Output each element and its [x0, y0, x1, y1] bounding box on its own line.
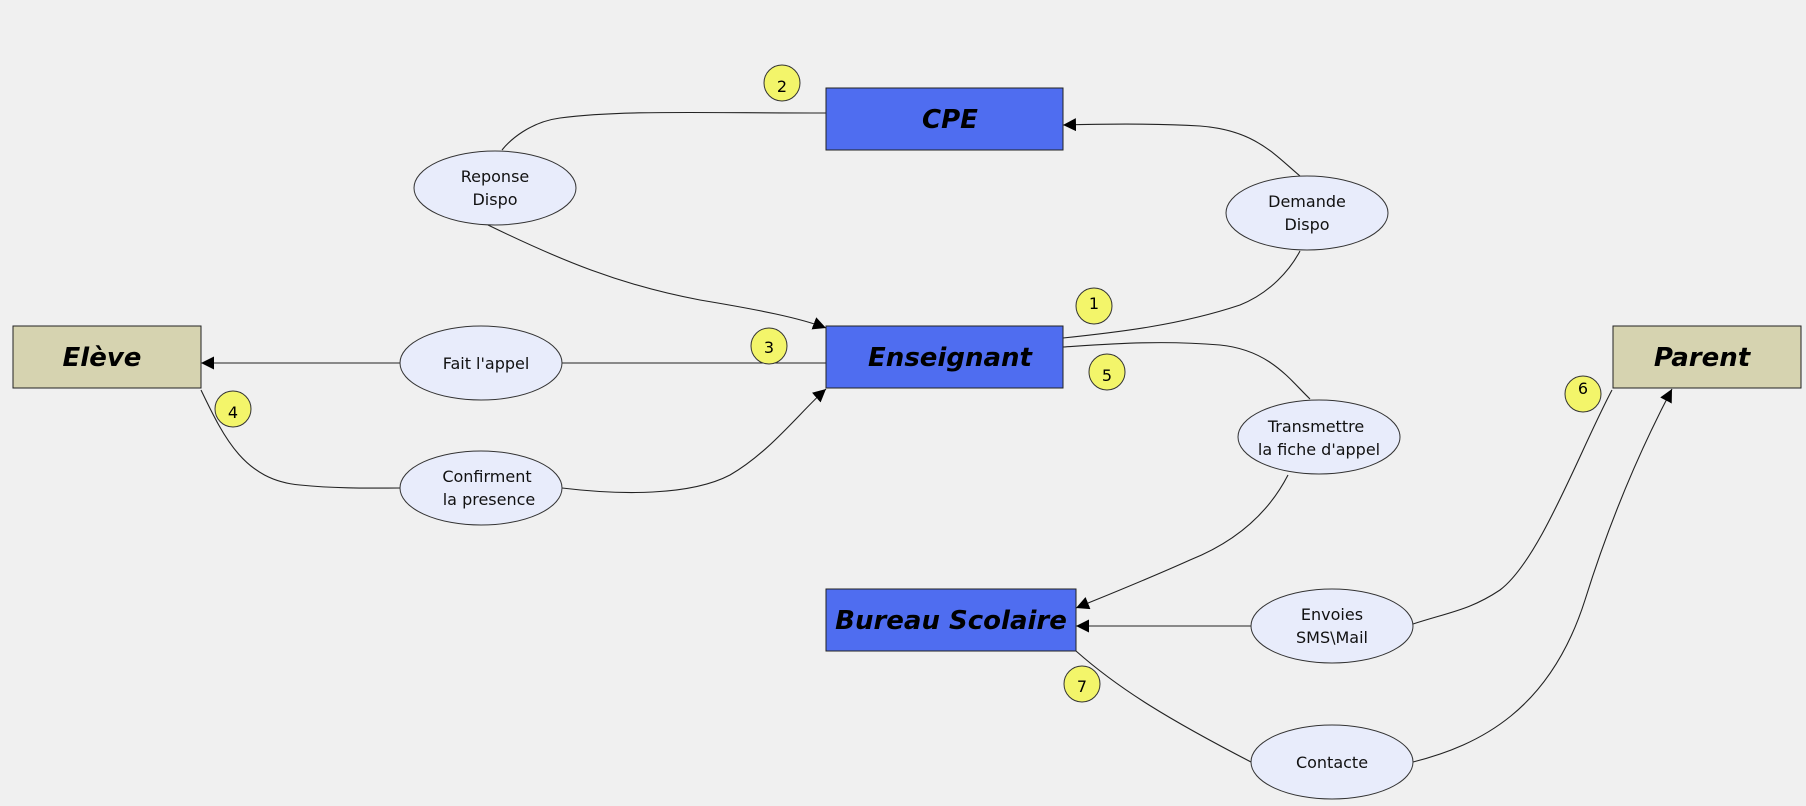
message-fait-appel: Fait l'appel — [399, 325, 563, 401]
edge-reponse-enseignant — [487, 224, 827, 330]
actor-enseignant-label: Enseignant — [868, 343, 1033, 373]
message-demande-dispo-line2: Dispo — [1284, 215, 1329, 234]
message-transmettre-fiche: Transmettre la fiche d'appel — [1237, 399, 1401, 475]
edge-enseignant-demande — [1062, 250, 1301, 339]
edge-bureau-contacte — [1075, 650, 1252, 763]
edge-enseignant-transmettre — [1062, 342, 1311, 400]
message-confirment-presence: Confirment la presence — [399, 450, 563, 526]
edge-contacte-parent — [1412, 388, 1673, 763]
edge-confirment-enseignant — [561, 388, 827, 494]
step-badge-7-label: 7 — [1077, 677, 1087, 696]
step-badge-7: 7 — [1063, 665, 1101, 703]
edge-cpe-reponse — [501, 111, 827, 151]
message-reponse-dispo-line2: Dispo — [472, 190, 517, 209]
edge-transmettre-bureau — [1075, 474, 1289, 610]
message-confirment-line2: la presence — [443, 490, 536, 509]
message-transmettre-line1: Transmettre — [1267, 417, 1364, 436]
actor-cpe: CPE — [825, 87, 1064, 151]
actor-parent: Parent — [1612, 325, 1802, 389]
actor-bureau-label: Bureau Scolaire — [835, 606, 1067, 636]
step-badge-4: 4 — [214, 390, 252, 428]
step-badge-1-label: 1 — [1089, 294, 1099, 313]
step-badge-6: 6 — [1564, 375, 1602, 413]
edge-eleve-confirment — [200, 389, 402, 489]
step-badge-3-label: 3 — [764, 338, 774, 357]
step-badge-2-label: 2 — [777, 77, 787, 96]
step-badge-6-label: 6 — [1578, 379, 1588, 398]
actor-bureau-scolaire: Bureau Scolaire — [825, 588, 1077, 652]
actor-cpe-label: CPE — [922, 105, 978, 135]
message-envoies-line2: SMS\Mail — [1296, 628, 1368, 647]
message-transmettre-line2: la fiche d'appel — [1258, 440, 1380, 459]
message-fait-appel-line1: Fait l'appel — [443, 354, 530, 373]
message-contacte-line1: Contacte — [1296, 753, 1368, 772]
step-badge-5-label: 5 — [1102, 366, 1112, 385]
message-contacte: Contacte — [1250, 724, 1414, 800]
step-badge-3: 3 — [750, 327, 788, 365]
message-envoies-line1: Envoies — [1301, 605, 1363, 624]
message-confirment-line1: Confirment — [442, 467, 531, 486]
actor-eleve-label: Elève — [63, 343, 142, 373]
connectors — [200, 111, 1673, 763]
actor-enseignant: Enseignant — [825, 325, 1064, 389]
step-badge-4-label: 4 — [228, 403, 238, 422]
message-demande-dispo: Demande Dispo — [1225, 175, 1389, 251]
edge-demande-cpe — [1062, 118, 1301, 177]
actor-parent-label: Parent — [1654, 343, 1752, 373]
message-reponse-dispo-line1: Reponse — [461, 167, 530, 186]
step-badge-2: 2 — [763, 64, 801, 102]
message-demande-dispo-line1: Demande — [1268, 192, 1346, 211]
edge-parent-envoies — [1412, 389, 1613, 625]
step-badge-1: 1 — [1075, 287, 1113, 325]
message-reponse-dispo: Reponse Dispo — [413, 150, 577, 226]
step-badge-5: 5 — [1088, 353, 1126, 391]
actor-eleve: Elève — [12, 325, 202, 389]
message-envoies-sms-mail: Envoies SMS\Mail — [1250, 588, 1414, 664]
